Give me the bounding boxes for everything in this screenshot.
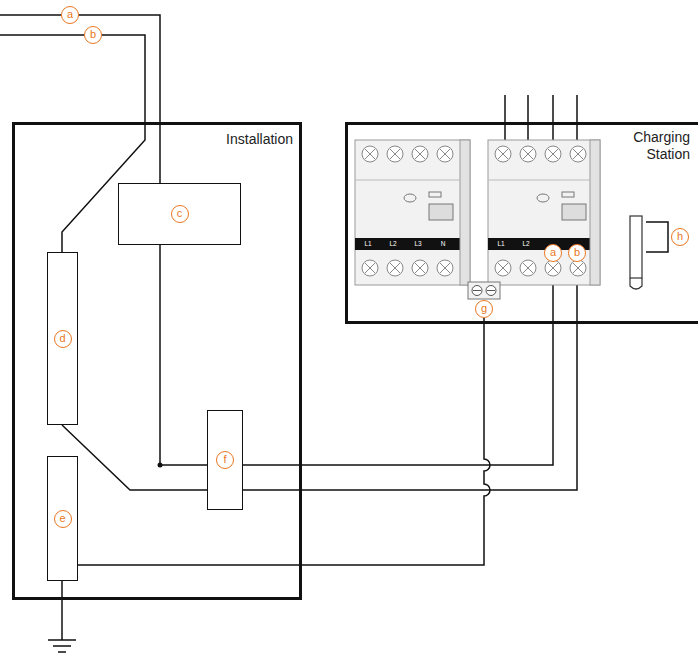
screw-slot [365,149,375,159]
screw-slot [415,263,425,273]
component-box: f [207,410,243,510]
screw-slot [440,263,450,273]
terminal-screw [520,260,536,276]
callout-letter: h [671,228,689,246]
callout-letter: d [54,330,72,348]
wire-connector [62,425,207,490]
callout-letter: c [171,205,189,223]
terminal-screw [362,146,378,162]
callout-letter: f [216,451,234,469]
terminal-screw [495,260,511,276]
terminal-label: L2 [389,240,396,248]
terminal-screw [437,260,453,276]
wire-connector [243,324,577,490]
terminal-screw [520,146,536,162]
terminal-screw [412,260,428,276]
installation-box: Installation c d e f [12,122,302,600]
breaker-2-pole [488,140,600,285]
supply-wire [0,15,160,183]
screw-slot [365,263,375,273]
junction-dot [158,463,163,468]
wire-connector [78,324,490,565]
terminal-screw [495,146,511,162]
terminal-label: L3 [414,240,421,248]
screw-slot [390,149,400,159]
region-title: Installation [226,131,293,148]
screw-slot [573,263,583,273]
screw-slot [573,149,583,159]
terminal-screw [412,146,428,162]
screw-slot [440,149,450,159]
component-box: e [47,456,78,581]
component-box: d [47,252,78,425]
callout-letter: b [568,244,586,262]
charging-station-box: Charging Station [345,122,698,324]
region-title: Charging Station [626,129,690,163]
terminal-screw [387,260,403,276]
terminal-screw [545,146,561,162]
screw-slot [498,149,508,159]
callout-letter: g [475,300,493,318]
terminal-screw [545,260,561,276]
terminal-block [468,282,500,299]
screw-slot [498,263,508,273]
terminal-label: L2 [522,240,529,248]
screw-slot [523,263,533,273]
callout-letter: a [61,6,79,24]
screw-slot [548,149,558,159]
terminal-screw [387,146,403,162]
breaker-4-pole [355,140,470,285]
terminal-label: L1 [497,240,504,248]
earth-wire [61,581,63,640]
terminal-screw [570,260,586,276]
terminal-screw [570,146,586,162]
terminal-label: L1 [364,240,371,248]
callout-letter: e [54,510,72,528]
ground-symbol [48,640,76,652]
terminal-screw [362,260,378,276]
wire-connector [243,324,553,465]
screw-slot [390,263,400,273]
wire-connector [160,245,207,465]
component-box: c [118,183,241,245]
charging-plug [630,216,668,289]
terminal-label: N [441,240,446,248]
screw-slot [548,263,558,273]
terminal-screw [437,146,453,162]
callout-letter: a [544,244,562,262]
screw-slot [523,149,533,159]
screw-slot [415,149,425,159]
callout-letter: b [84,26,102,44]
